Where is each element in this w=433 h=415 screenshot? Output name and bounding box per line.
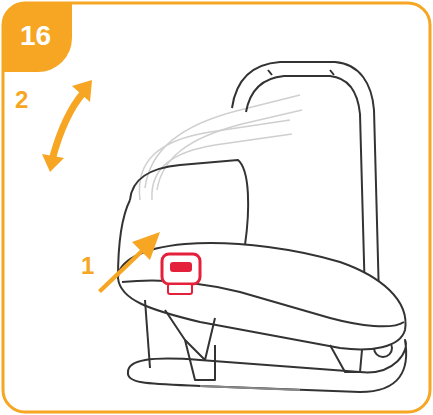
rotate-arrow: [52, 92, 84, 160]
callout-number: 2: [15, 88, 28, 112]
release-button: [162, 254, 200, 294]
push-arrow: [98, 232, 160, 293]
callout-number: 1: [81, 254, 94, 278]
step-number: 16: [20, 22, 51, 50]
seat-base: [128, 300, 406, 392]
step-frame: [3, 3, 430, 412]
ghost-handle: [139, 95, 302, 200]
motion-arrows: [42, 80, 160, 293]
seat-shell: [118, 160, 406, 349]
step-badge: [3, 3, 72, 72]
